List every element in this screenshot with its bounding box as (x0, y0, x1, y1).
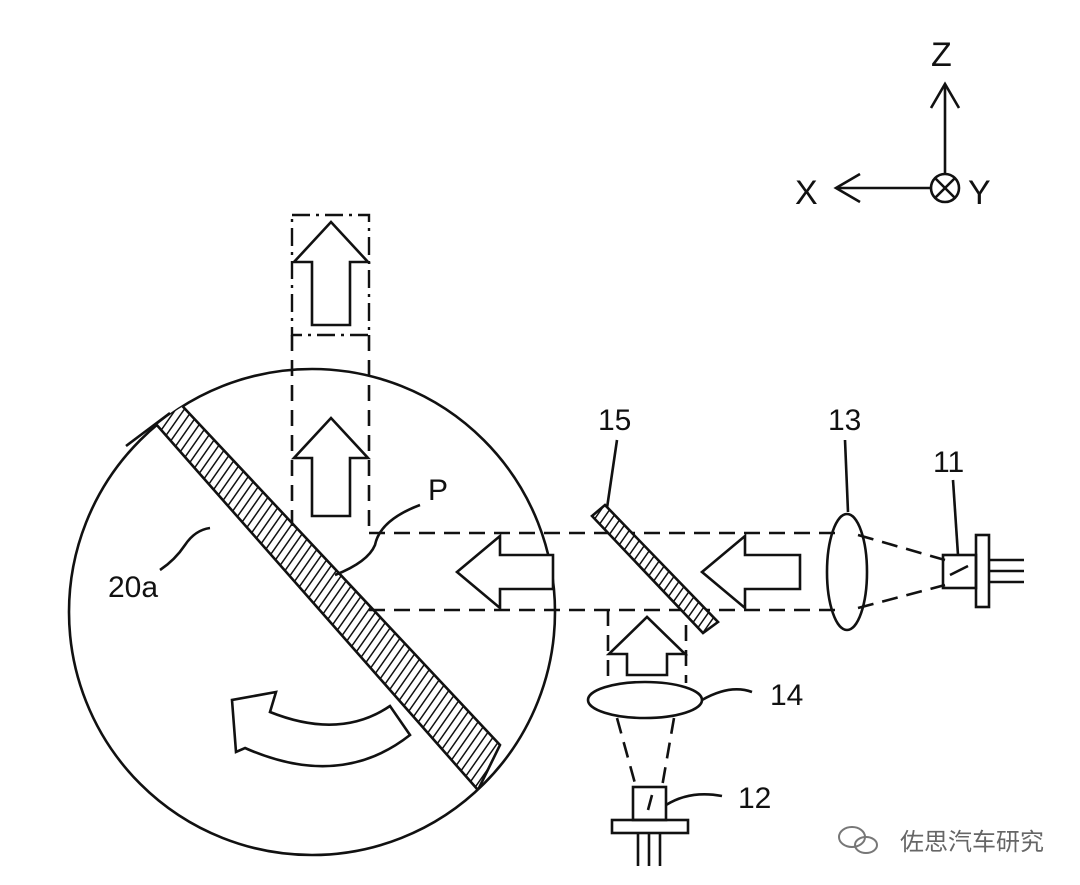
left-arrow-icon (699, 533, 802, 611)
lens-13: 13 (825, 404, 946, 632)
y-axis-into-page-icon (929, 172, 961, 204)
y-axis-label: Y (968, 174, 991, 212)
wheel-20a-label: 20a (108, 571, 158, 604)
z-axis-arrowhead (929, 81, 961, 109)
output-beam-box (290, 213, 371, 337)
laser-11-flange (974, 533, 991, 609)
z-axis-label: Z (931, 36, 952, 74)
up-arrow-icon (291, 220, 371, 327)
laser-12-flange (610, 818, 690, 835)
laser-12-label: 12 (738, 782, 771, 815)
rotation-arrow-icon (230, 690, 412, 768)
annotation-labels: P 20a (108, 474, 448, 604)
dichroic-mirror: 15 (590, 404, 720, 635)
lens-14-label: 14 (770, 679, 803, 712)
horizontal-beam (369, 531, 835, 612)
laser-11: 11 (933, 446, 1024, 609)
up-arrow-icon (605, 615, 689, 677)
wechat-icon (838, 826, 878, 854)
lens-14: 14 (586, 679, 803, 788)
wheel-outline (67, 367, 557, 857)
rotating-wheel (67, 367, 557, 857)
up-arrow-icon (291, 416, 371, 518)
laser-11-label: 11 (933, 446, 964, 479)
vertical-beam (605, 610, 689, 683)
mirror-15 (590, 503, 720, 635)
left-arrow-icon (454, 533, 555, 611)
output-beam (290, 213, 371, 535)
x-axis-label: X (795, 174, 818, 212)
lens-13-label: 13 (828, 404, 861, 437)
lens-13-ellipse (825, 512, 869, 632)
watermark-text: 佐思汽车研究 (900, 828, 1044, 856)
point-p-label: P (428, 474, 448, 507)
x-axis-arrowhead (833, 172, 861, 204)
coordinate-axes: Z X Y (795, 36, 991, 212)
lens-14-ellipse (586, 680, 704, 720)
laser-12: 12 (610, 782, 771, 866)
mirror-label: 15 (598, 404, 631, 437)
